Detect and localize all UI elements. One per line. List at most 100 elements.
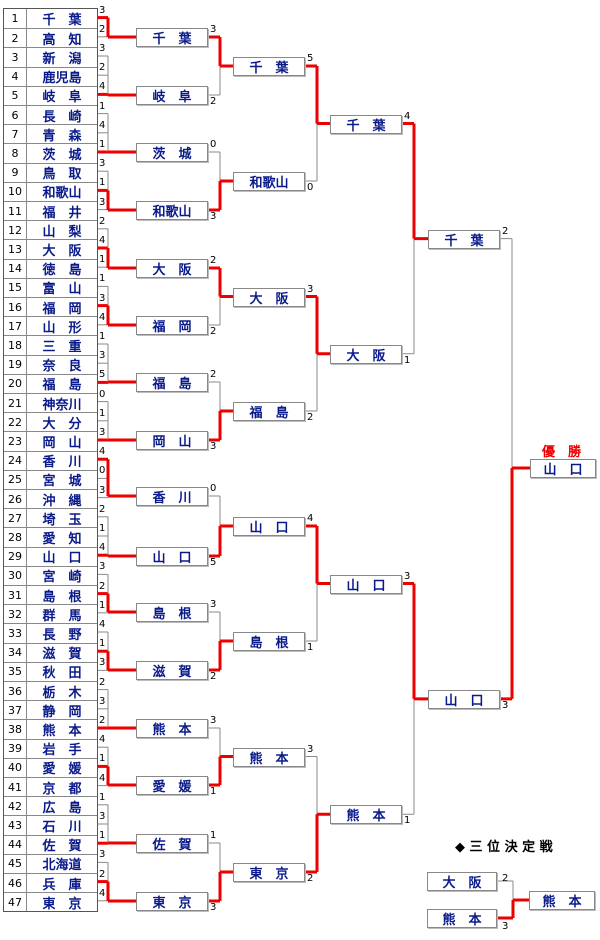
round1-score: 0	[99, 388, 106, 400]
seed-row: 12 山 梨	[4, 220, 97, 240]
round3-score: 3	[307, 743, 314, 755]
round2-box: 滋 賀	[136, 661, 208, 680]
round2-box: 島 根	[136, 603, 208, 622]
seed-team-name: 東 京	[42, 896, 82, 912]
round4-box: 大 阪	[330, 344, 402, 364]
round4-score: 3	[404, 570, 411, 582]
round2-score: 3	[210, 902, 217, 913]
seed-number: 15	[4, 278, 27, 297]
seed-number: 32	[4, 605, 27, 624]
seed-number: 21	[4, 394, 27, 413]
seed-team-name: 京 都	[42, 781, 82, 797]
seed-team-name: 栃 木	[42, 685, 82, 701]
round1-score: 4	[99, 81, 106, 93]
third-place-team-b: 熊 本	[427, 909, 497, 928]
round3-box: 熊 本	[233, 747, 305, 767]
seed-number: 16	[4, 298, 27, 317]
round1-score: 5	[99, 369, 106, 381]
round3-box: 千 葉	[233, 57, 305, 76]
round3-box: 大 阪	[233, 287, 305, 307]
final-score: 3	[502, 699, 509, 711]
seed-number: 8	[4, 144, 27, 163]
seed-team-name: 千 葉	[42, 13, 82, 29]
seed-number: 20	[4, 374, 27, 393]
seed-team-name: 青 森	[42, 128, 82, 144]
round2-box: 岐 阜	[136, 86, 208, 105]
seed-number: 24	[4, 451, 27, 470]
seed-team-name: 埼 玉	[42, 512, 82, 528]
seed-row: 20 福 島	[4, 373, 97, 394]
round2-score: 3	[210, 211, 217, 222]
round4-score: 1	[404, 815, 411, 827]
seed-team-name: 群 馬	[42, 608, 82, 624]
round1-score: 2	[99, 62, 106, 74]
seed-team-name: 山 口	[42, 551, 82, 567]
seed-row: 5 岐 阜	[4, 85, 97, 106]
round2-box: 和歌山	[136, 201, 208, 220]
round1-score: 4	[99, 772, 106, 784]
seed-number: 33	[4, 624, 27, 643]
round2-score: 2	[210, 671, 217, 682]
round1-score: 1	[99, 331, 106, 342]
seed-row: 2 高 知	[4, 28, 97, 48]
seed-number: 35	[4, 662, 27, 681]
seed-team-name: 岐 阜	[42, 90, 82, 106]
seed-number: 23	[4, 432, 27, 451]
round1-score: 3	[99, 350, 106, 362]
round2-score: 2	[210, 369, 217, 380]
round1-score: 4	[99, 542, 106, 554]
round1-score: 1	[99, 791, 106, 803]
seed-number: 2	[4, 29, 27, 48]
seed-number: 9	[4, 163, 27, 182]
round2-box: 愛 媛	[136, 776, 208, 795]
round2-score: 3	[210, 441, 217, 452]
seed-team-name: 福 島	[42, 378, 82, 394]
round2-score: 5	[210, 557, 217, 568]
round2-score: 3	[210, 715, 217, 726]
seed-number: 5	[4, 86, 27, 105]
round1-score: 3	[99, 657, 106, 669]
seed-team-name: 島 根	[42, 589, 82, 605]
seed-team-name: 和歌山	[42, 186, 82, 202]
seed-team-name: 山 梨	[42, 224, 82, 240]
seed-row: 9 鳥 取	[4, 162, 97, 183]
round2-box: 福 岡	[136, 316, 208, 335]
round2-box: 東 京	[136, 892, 208, 911]
round3-score: 4	[307, 513, 314, 524]
seed-number: 13	[4, 240, 27, 259]
seed-number: 12	[4, 221, 27, 240]
seed-team-name: 鳥 取	[42, 167, 82, 183]
round3-score: 5	[307, 53, 314, 64]
round2-box: 熊 本	[136, 719, 208, 738]
seed-number: 27	[4, 509, 27, 528]
round1-score: 0	[99, 465, 106, 477]
round5-box: 山 口	[428, 689, 500, 709]
seed-team-name: 岡 山	[42, 435, 82, 451]
third-place-title: ◆ 三 位 決 定 戦	[455, 840, 553, 855]
round1-score: 4	[99, 119, 106, 131]
round3-box: 島 根	[233, 632, 305, 651]
round3-score: 0	[307, 182, 314, 193]
seed-number: 10	[4, 182, 27, 201]
seed-number: 29	[4, 547, 27, 566]
round1-score: 2	[99, 503, 106, 515]
seed-team-name: 高 知	[42, 32, 82, 48]
round4-box: 千 葉	[330, 114, 402, 134]
champion-label: 優 勝	[542, 445, 582, 460]
round3-box: 和歌山	[233, 172, 305, 191]
round3-score: 2	[307, 412, 314, 423]
